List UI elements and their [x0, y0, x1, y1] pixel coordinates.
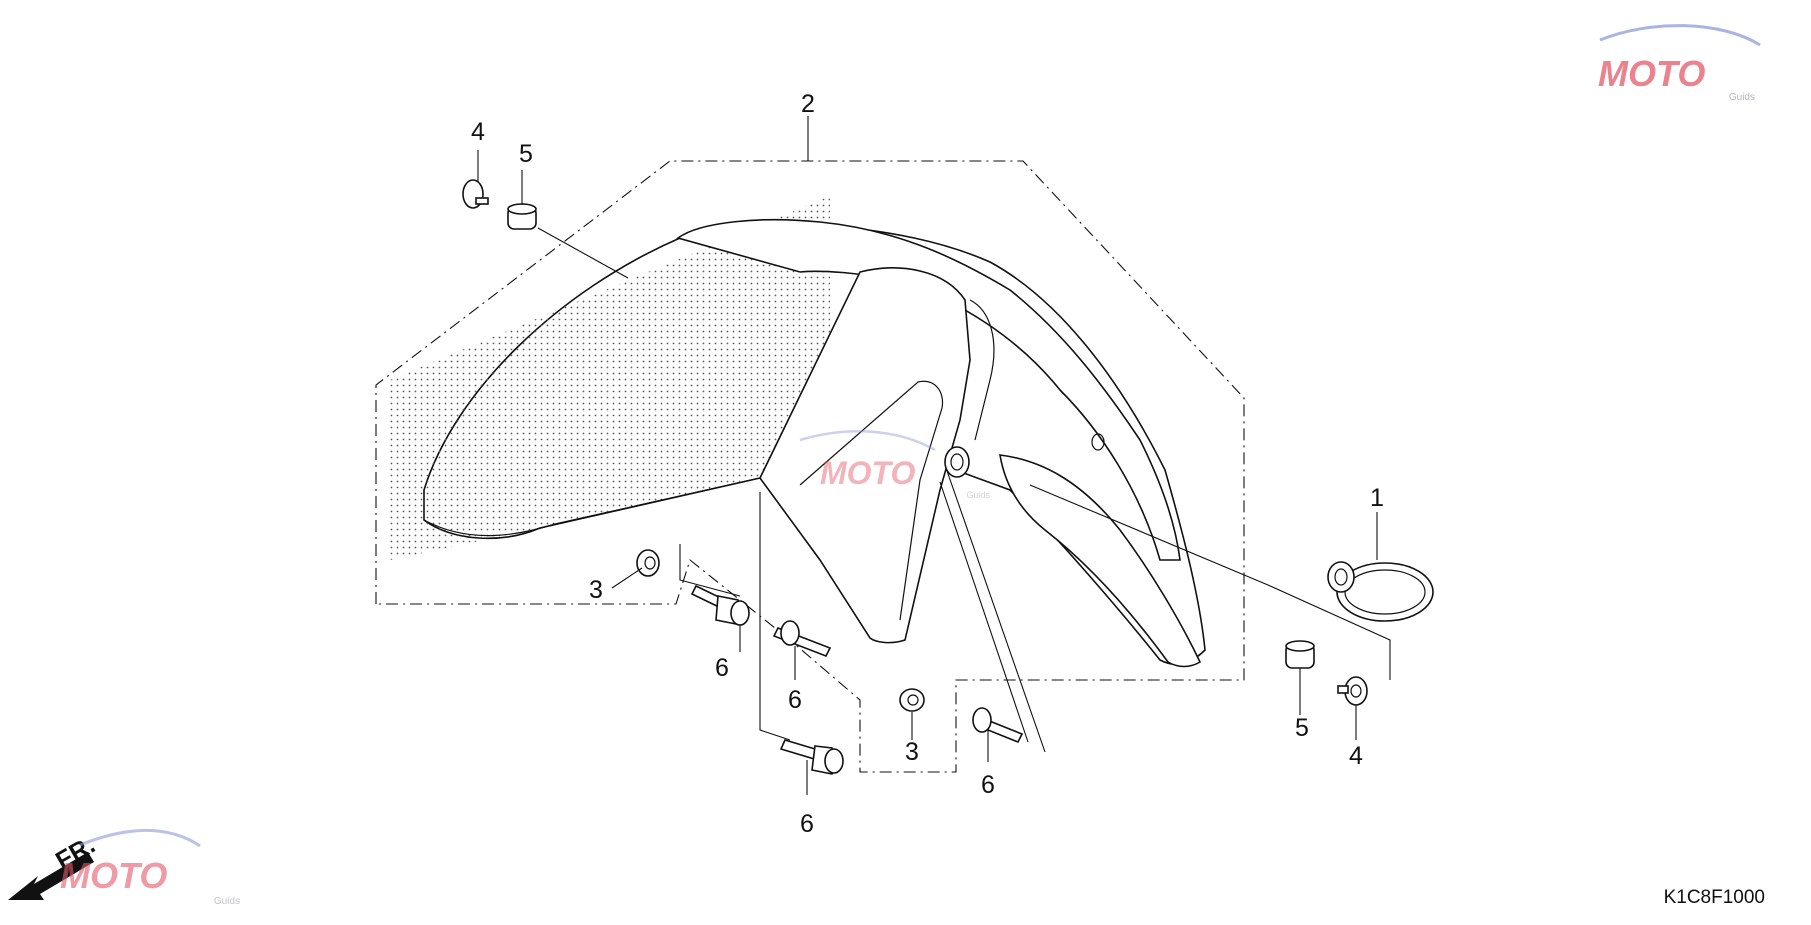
svg-text:Guids: Guids — [214, 896, 240, 907]
watermark-logo-center: MOTO Guids — [799, 430, 990, 500]
svg-text:MOTO: MOTO — [60, 855, 167, 896]
watermark-logo-bottom-left: MOTO Guids — [60, 829, 240, 907]
svg-text:MOTO: MOTO — [1598, 53, 1705, 94]
svg-text:MOTO: MOTO — [820, 455, 916, 491]
callout-1: 1 — [1370, 484, 1384, 512]
part-6-bolt-b — [772, 620, 832, 658]
part-6-bolt-d — [972, 707, 1024, 744]
svg-text:Guids: Guids — [966, 490, 990, 500]
part-1-clip — [1327, 561, 1434, 622]
leader-lines — [477, 116, 1391, 795]
callout-6c: 6 — [800, 810, 814, 838]
part-3-grommet-right — [899, 688, 925, 712]
part-5-grommet-right — [1285, 640, 1315, 669]
callout-6a: 6 — [715, 654, 729, 682]
callout-6b: 6 — [788, 686, 802, 714]
watermark-logo-top-right: MOTO Guids — [1598, 24, 1761, 103]
callout-3-right: 3 — [905, 738, 919, 766]
front-fender — [390, 196, 1206, 668]
part-4-clip-top — [462, 179, 489, 209]
callout-2: 2 — [801, 90, 815, 118]
part-4-clip-right — [1337, 676, 1368, 706]
drawing-code: K1C8F1000 — [1664, 887, 1765, 908]
part-6-bolt-c — [779, 739, 844, 775]
svg-text:Guids: Guids — [1729, 92, 1755, 103]
callout-5-top: 5 — [519, 140, 533, 168]
callout-4-top: 4 — [471, 118, 485, 146]
callout-4-right: 4 — [1349, 742, 1363, 770]
part-5-grommet-top — [507, 203, 537, 230]
callout-5-right: 5 — [1295, 714, 1309, 742]
callout-6d: 6 — [981, 771, 995, 799]
part-6-bolt-a — [690, 584, 750, 626]
callout-3-left: 3 — [589, 576, 603, 604]
part-3-grommet-left — [636, 549, 660, 577]
assembly-boundary — [375, 160, 1245, 773]
